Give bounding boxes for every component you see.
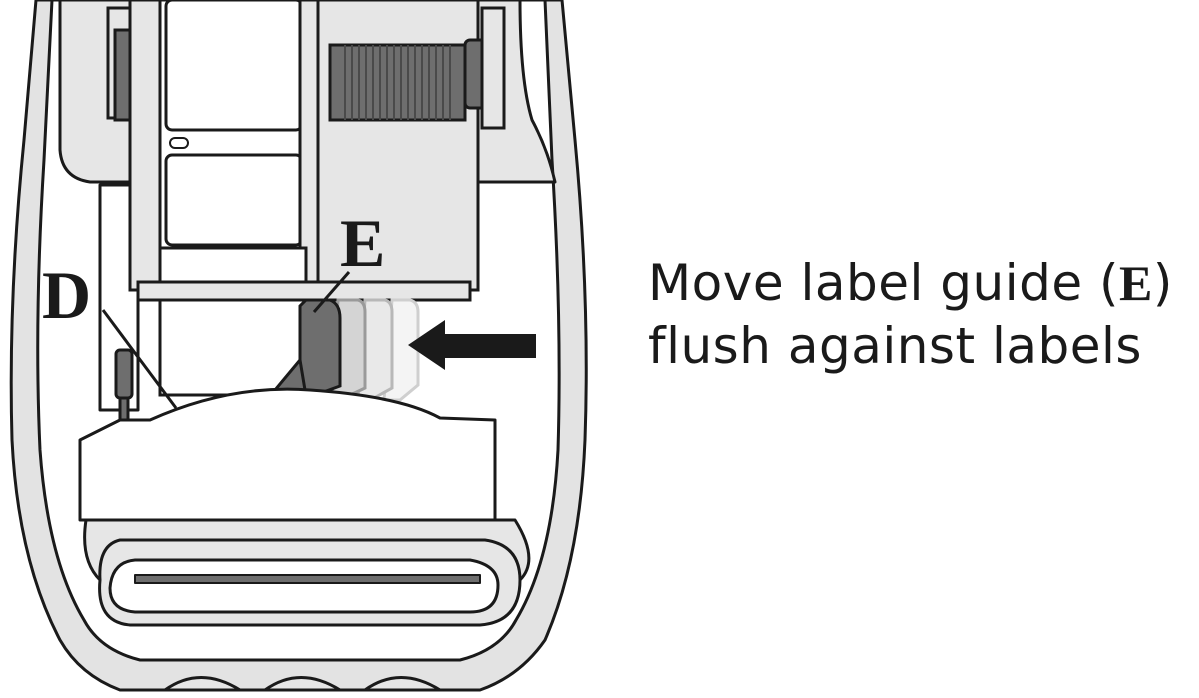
instruction-caption: Move label guide (E) flush against label… — [648, 252, 1196, 378]
caption-line-1-close: ) — [1153, 254, 1173, 312]
caption-line-2: flush against labels — [648, 315, 1196, 378]
caption-guide-reference: E — [1119, 255, 1153, 311]
label-guide-ghosts — [332, 300, 418, 400]
caption-line-1: Move label guide (E) — [648, 252, 1196, 315]
caption-line-1-text: Move label guide ( — [648, 254, 1119, 312]
callout-d: D — [42, 257, 91, 333]
label-exit-slot — [80, 389, 529, 625]
callout-e: E — [340, 205, 385, 281]
printer-feet — [165, 678, 440, 691]
